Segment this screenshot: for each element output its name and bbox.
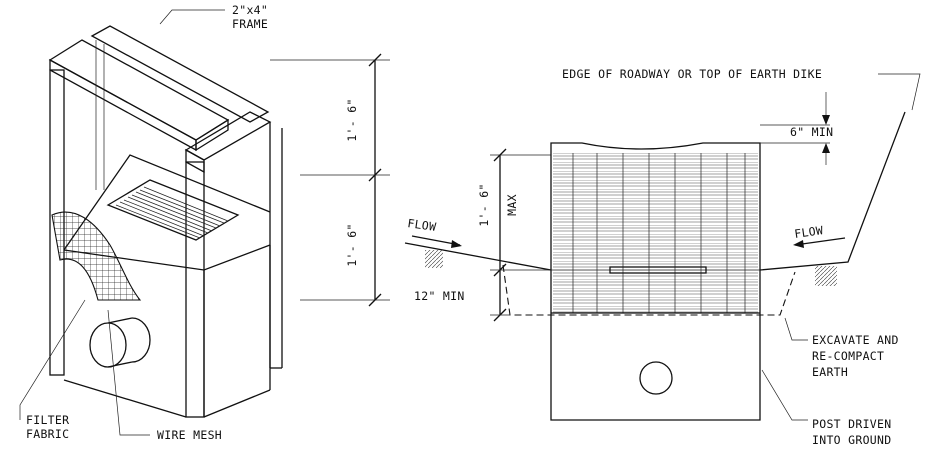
post-label-line2: INTO GROUND	[812, 433, 891, 447]
flow-left-label: FLOW	[407, 216, 438, 234]
wire-mesh-label: WIRE MESH	[157, 428, 222, 442]
flow-right-label: FLOW	[793, 223, 824, 241]
left-leaders	[19, 9, 225, 436]
excavate-label-line1: EXCAVATE AND	[812, 333, 899, 347]
flow-arrows	[411, 235, 846, 248]
filter-fabric-label-line1: FILTER	[26, 413, 69, 427]
excavate-label-line2: RE-COMPACT	[812, 349, 884, 363]
filter-fabric-label-line2: FABRIC	[26, 427, 69, 441]
outlet-pipe	[89, 317, 151, 368]
post-label-line1: POST DRIVEN	[812, 417, 891, 431]
section-view: EDGE OF ROADWAY OR TOP OF EARTH DIKE 6" …	[404, 67, 921, 447]
filter-fabric-mesh	[51, 211, 142, 301]
outlet-pipe-section	[639, 361, 673, 395]
ground-line	[404, 111, 906, 286]
dim-upper-label: 1'- 6"	[345, 98, 359, 141]
excavate-label-line3: EARTH	[812, 365, 848, 379]
dim-lower-label: 1'- 6"	[345, 223, 359, 266]
left-dimension-lines	[270, 53, 390, 307]
min-12-label: 12" MIN	[414, 289, 465, 303]
post-frame	[550, 142, 761, 421]
right-leaders	[761, 73, 921, 421]
top-frame	[48, 25, 272, 174]
max-label: MAX	[505, 194, 519, 216]
frame-label-line2: FRAME	[232, 17, 268, 31]
min-6-label: 6" MIN	[790, 125, 833, 139]
edge-of-roadway-label: EDGE OF ROADWAY OR TOP OF EARTH DIKE	[562, 67, 822, 81]
isometric-inlet-view: 2"x4" FRAME 1'- 6" 1'- 6" FILTER FABRIC …	[19, 3, 390, 442]
right-dimension-lines	[490, 92, 830, 322]
grate	[106, 179, 240, 241]
excavation-line	[502, 264, 796, 316]
dim-max-label: 1'- 6"	[477, 183, 491, 226]
frame-label-line1: 2"x4"	[232, 3, 268, 17]
